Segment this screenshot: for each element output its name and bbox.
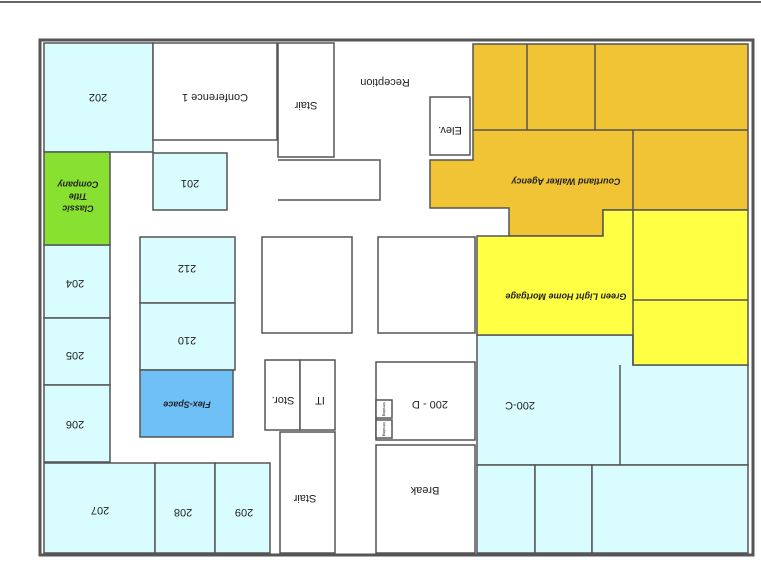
label-it: IT xyxy=(315,394,325,406)
label-break: Break xyxy=(410,484,439,496)
label-elevator: Elev. xyxy=(438,124,462,136)
reception-desk-area xyxy=(278,159,381,201)
suite-green-light[interactable] xyxy=(476,209,749,366)
vending-machine-1 xyxy=(375,399,393,419)
room-210[interactable] xyxy=(139,302,236,371)
room-207[interactable] xyxy=(43,462,156,554)
elevator xyxy=(429,96,471,156)
restroom-right xyxy=(377,236,476,334)
room-204[interactable] xyxy=(43,244,111,319)
label-vending-1: Vending xyxy=(382,402,387,416)
restroom-left xyxy=(261,236,353,334)
stair-top xyxy=(277,42,335,158)
label-conference-1: Conference 1 xyxy=(182,91,248,103)
room-200-c-office-2[interactable] xyxy=(534,464,593,554)
room-208[interactable] xyxy=(154,462,216,554)
room-break[interactable] xyxy=(375,444,476,554)
room-flex-space[interactable] xyxy=(139,369,234,438)
label-204: 204 xyxy=(66,277,84,289)
label-classic-3: Classic xyxy=(62,204,94,214)
room-202[interactable] xyxy=(43,42,154,153)
room-200-c-office-1[interactable] xyxy=(476,464,536,554)
room-it[interactable] xyxy=(299,359,336,431)
label-206: 206 xyxy=(66,418,84,430)
room-205[interactable] xyxy=(43,317,111,386)
label-208: 208 xyxy=(174,506,192,518)
vending-machine-2 xyxy=(375,419,393,439)
suite-courtland-walker[interactable] xyxy=(429,43,749,237)
label-courtland-walker: Courtland Walker Agency xyxy=(510,177,620,187)
label-flex-space: Flex-Space xyxy=(163,400,211,410)
label-212: 212 xyxy=(178,262,196,274)
label-210: 210 xyxy=(178,334,196,346)
room-conference-1[interactable] xyxy=(152,42,278,141)
label-205: 205 xyxy=(66,349,84,361)
room-209[interactable] xyxy=(214,462,271,554)
label-stair-top: Stair xyxy=(294,99,317,111)
stair-bottom xyxy=(279,431,336,554)
label-reception: Reception xyxy=(360,76,410,88)
label-200-d: 200 - D xyxy=(412,398,448,410)
room-212[interactable] xyxy=(139,236,236,304)
label-classic-2: Title xyxy=(69,192,87,202)
room-206[interactable] xyxy=(43,384,111,463)
label-209: 209 xyxy=(235,506,253,518)
label-201: 201 xyxy=(181,177,199,189)
label-classic-1: Company xyxy=(57,180,99,190)
label-green-light: Green Light Home Mortgage xyxy=(505,292,626,302)
label-200-c: 200-C xyxy=(505,399,535,411)
room-201[interactable] xyxy=(152,152,228,211)
label-storage: Stor. xyxy=(272,394,295,406)
room-storage[interactable] xyxy=(264,359,301,431)
room-200-c-office-3[interactable] xyxy=(591,464,749,554)
label-207: 207 xyxy=(91,504,109,516)
label-202: 202 xyxy=(89,91,107,103)
label-stair-bottom: Stair xyxy=(293,492,316,504)
suite-classic-title[interactable] xyxy=(43,151,111,246)
label-vending-2: Vending xyxy=(382,422,387,436)
